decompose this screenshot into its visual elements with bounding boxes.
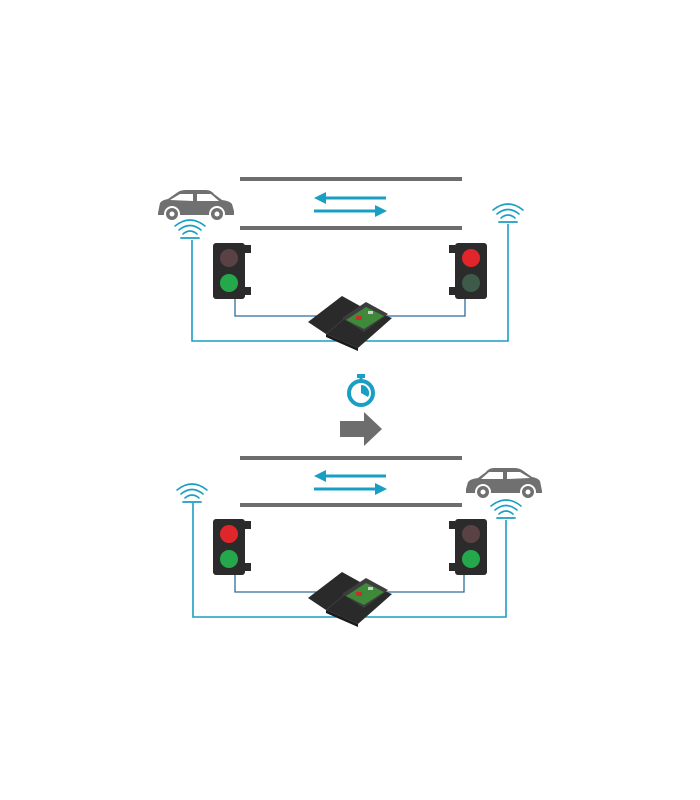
traffic-light-icon [213,519,251,575]
light-wire-left [234,572,318,593]
road-edge-bottom [240,503,462,507]
road-edge-bottom [240,226,462,230]
wifi-sensor-icon [492,203,524,223]
two-way-arrows-icon [314,192,387,217]
green-lamp-off [462,274,480,292]
wifi-sensor-icon [490,499,522,519]
red-lamp-on [462,249,480,267]
scene-top [158,177,524,351]
light-wire-right [382,296,466,317]
control-box-icon [308,572,392,627]
red-lamp-off [462,525,480,543]
road-edge-top [240,177,462,181]
light-wire-right [382,572,465,593]
scene-bottom [176,456,542,627]
traffic-light-icon [449,519,487,575]
right-arrow-icon [340,412,382,446]
light-wire-left [234,296,318,317]
red-lamp-off [220,249,238,267]
green-lamp-on [220,550,238,568]
wifi-sensor-icon [176,483,208,503]
red-lamp-on [220,525,238,543]
green-lamp-on [220,274,238,292]
two-way-arrows-icon [314,470,387,495]
green-lamp-on [462,550,480,568]
car-icon [158,190,234,222]
traffic-light-icon [449,243,487,299]
traffic-light-icon [213,243,251,299]
wifi-sensor-icon [174,219,206,239]
car-icon [466,468,542,500]
control-box-icon [308,296,392,351]
stopwatch-icon [347,374,375,407]
road-edge-top [240,456,462,460]
